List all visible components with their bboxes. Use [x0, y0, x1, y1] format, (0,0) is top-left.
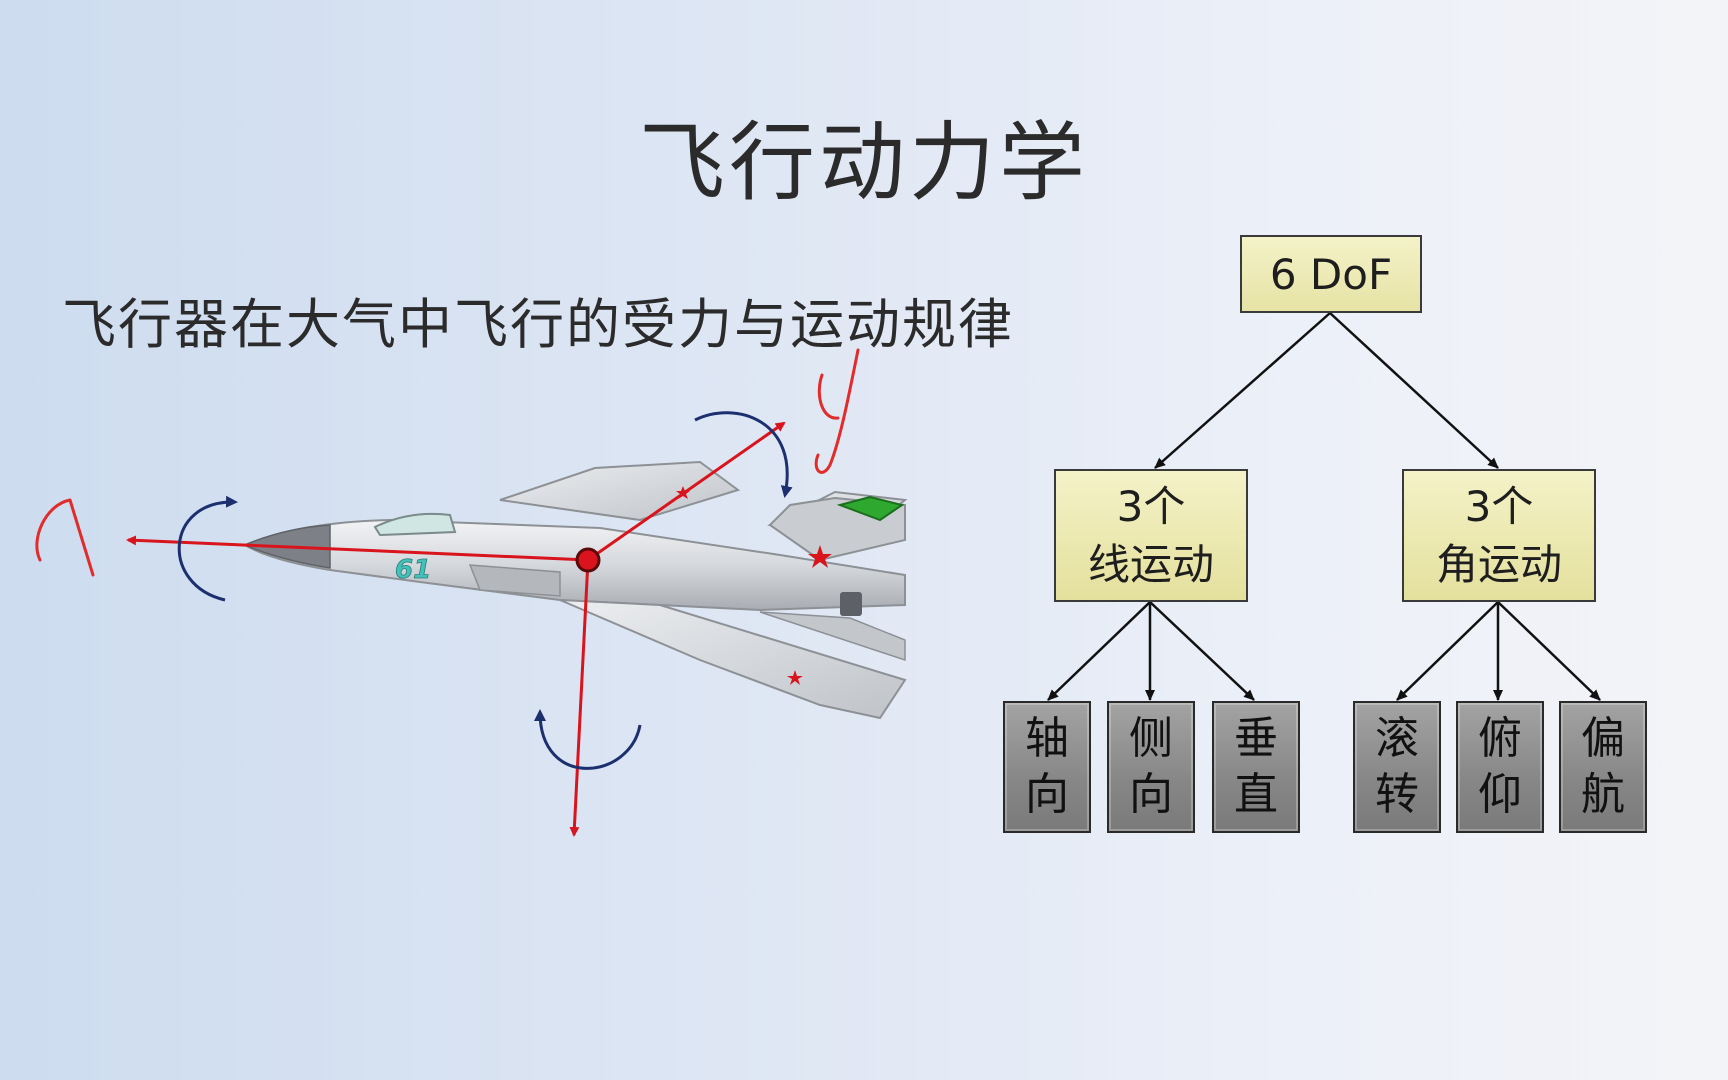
leaf-lateral-char1: 侧: [1129, 713, 1173, 764]
leaf-roll-char2: 转: [1375, 769, 1419, 820]
leaf-pitch-char2: 仰: [1478, 769, 1522, 820]
handwritten-labels: x y: [35, 348, 860, 577]
body-axes: [126, 421, 786, 837]
roll-rotation-arrow: [177, 495, 238, 602]
leaf-axial-char1: 轴: [1025, 713, 1069, 764]
y-handwritten-mark: [814, 348, 860, 474]
angular-motion-box: 3个 角运动: [1402, 469, 1596, 602]
leaf-axial: 轴 向: [1003, 701, 1091, 833]
linear-motion-label: 线运动: [1087, 539, 1214, 589]
leaf-pitch-char1: 俯: [1478, 713, 1522, 764]
angular-motion-label: 角运动: [1435, 539, 1562, 589]
leaf-vertical: 垂 直: [1212, 701, 1300, 833]
linear-motion-box: 3个 线运动: [1054, 469, 1248, 602]
leaf-lateral-char2: 向: [1129, 769, 1173, 820]
leaf-axial-char2: 向: [1025, 769, 1069, 820]
tail-number: 61: [395, 555, 431, 585]
center-of-gravity-dot: [575, 547, 601, 573]
leaf-yaw-char2: 航: [1581, 769, 1625, 820]
page-subtitle: 飞行器在大气中飞行的受力与运动规律: [62, 293, 1014, 356]
yaw-rotation-arrow: [534, 709, 642, 770]
page-title: 飞行动力学: [639, 113, 1089, 213]
x-axis-arrow: [126, 535, 589, 562]
x-handwritten-mark: [35, 498, 95, 577]
leaf-vertical-char1: 垂: [1234, 713, 1278, 764]
leaf-yaw-char1: 偏: [1581, 713, 1625, 764]
leaf-pitch: 俯 仰: [1456, 701, 1544, 833]
leaf-yaw: 偏 航: [1559, 701, 1647, 833]
y-axis-arrow: [587, 421, 786, 562]
z-axis-arrow: [569, 559, 590, 837]
pitch-rotation-arrow: [694, 411, 793, 498]
dof-root-box: 6 DoF: [1240, 235, 1422, 313]
leaf-roll: 滚 转: [1353, 701, 1441, 833]
leaf-vertical-char2: 直: [1234, 769, 1278, 820]
leaf-roll-char1: 滚: [1375, 713, 1419, 764]
linear-motion-count: 3个: [1116, 481, 1186, 531]
rotation-arrows: [177, 411, 793, 770]
airplane-axes-illustration: 61 x y: [35, 348, 908, 837]
angular-motion-count: 3个: [1464, 481, 1534, 531]
leaf-lateral: 侧 向: [1107, 701, 1195, 833]
